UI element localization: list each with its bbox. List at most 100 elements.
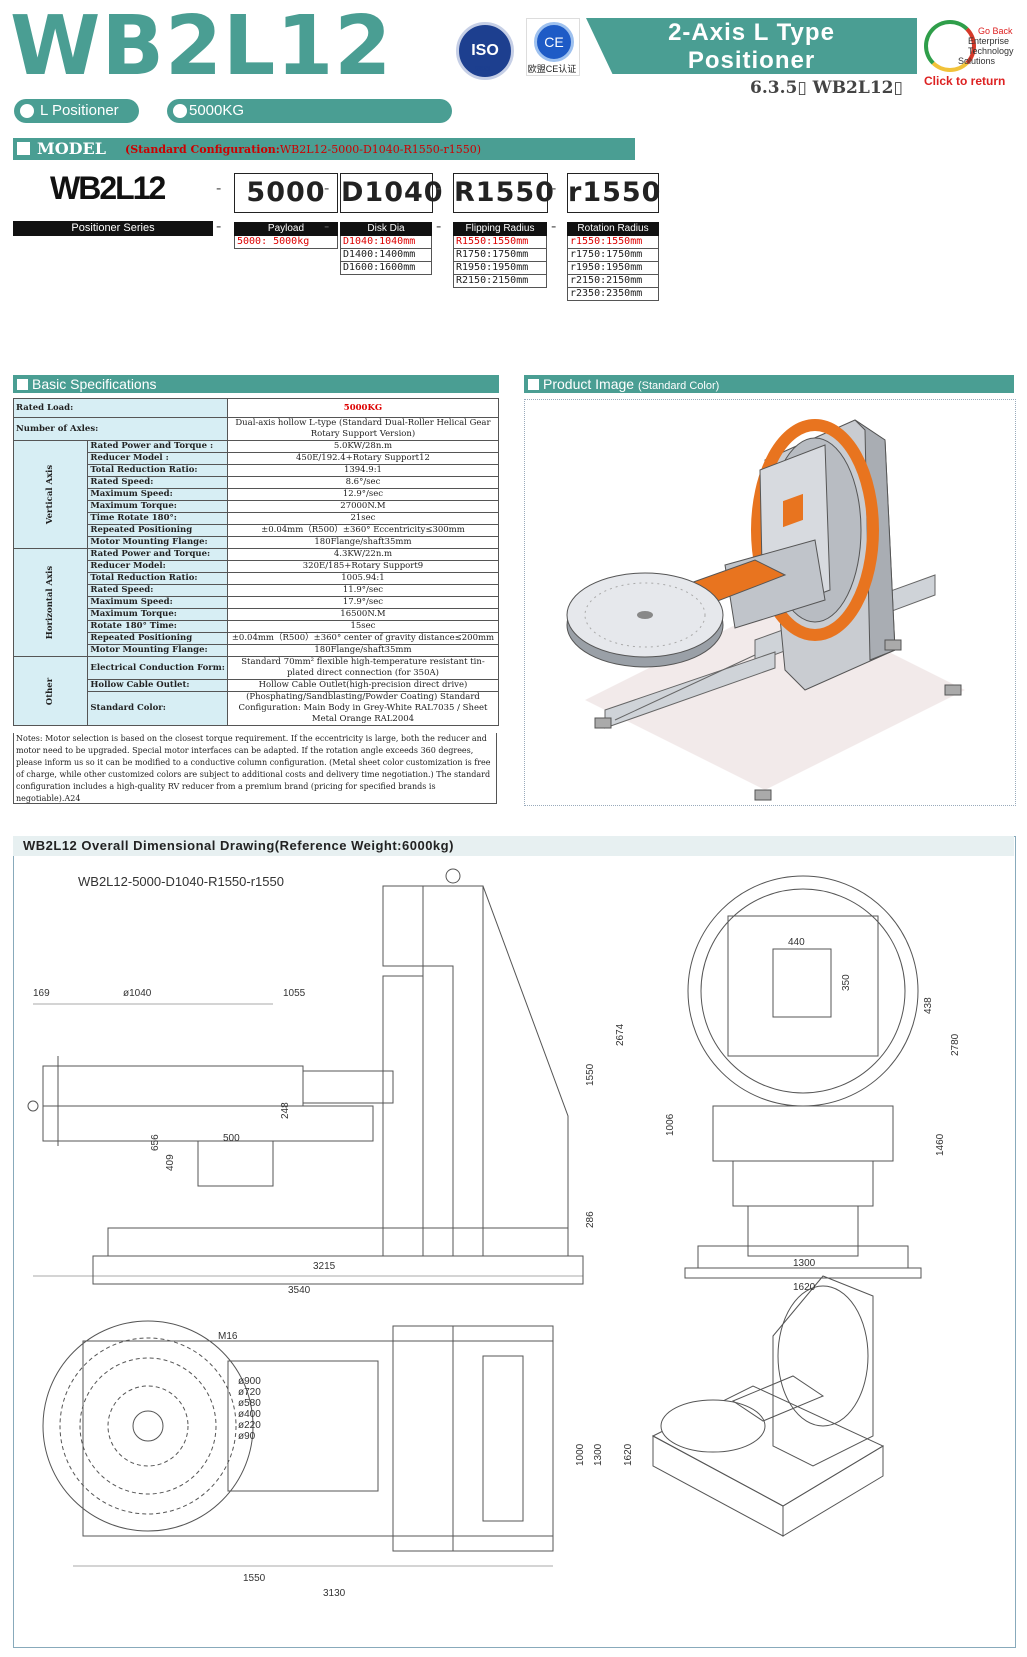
spec-value: 27000N.M [226,500,500,513]
dim-label: 1550 [585,1063,596,1086]
dim-label: 1460 [935,1133,946,1156]
dash: - [324,180,330,197]
dim-label: 656 [150,1134,161,1151]
model-config-prefix: (Standard Configuration: [125,143,280,156]
type-line-1: 2-Axis L Type [668,19,835,46]
spec-value: 15sec [226,620,500,633]
code-box-flipping-radius: R1550 [453,173,554,213]
dash: - [436,180,442,197]
spec-key: Reducer Model: [87,560,228,573]
spec-key: Rated Power and Torque : [87,440,228,453]
spec-value: (Phosphating/Sandblasting/Powder Coating… [226,691,500,726]
spec-value: 11.9°/sec [226,584,500,597]
dim-label: 350 [841,974,852,991]
spec-value: 16500N.M [226,608,500,621]
spec-value: ±0.04mm（R500）±360° Eccentricity≤300mm [226,524,500,537]
code-box-disk-dia: D1040 [340,173,443,213]
options-flipping-radius: R1550:1550mm R1750:1750mm R1950:1950mm R… [453,236,547,288]
spec-key: Maximum Speed: [87,488,228,501]
dash: - [551,180,557,197]
dim-label: M16 [218,1331,238,1342]
spec-key: Rated Speed: [87,584,228,597]
dim-label: 1000 [575,1443,586,1466]
spec-key: Standard Color: [87,691,228,726]
option-item: 5000: 5000kg [234,236,338,249]
dim-label: 1620 [793,1282,816,1293]
spec-value: 4.3KW/22n.m [226,548,500,561]
positioner-render [566,419,965,801]
spec-key: Hollow Cable Outlet: [87,679,228,692]
table-row: Repeated Positioning±0.04mm（R500）±360° E… [14,524,500,537]
table-row: Total Reduction Ratio:1394.9:1 [14,464,500,477]
basic-spec-bar: Basic Specifications [13,375,499,393]
table-row: Reducer Model:320E/185+Rotary Support9 [14,560,500,573]
spec-group-label: Horizontal Axis [12,548,89,657]
dim-label: 286 [585,1211,596,1228]
spec-key: Rated Load: [13,398,228,418]
spec-value: Dual-axis hollow L-type (Standard Dual-R… [226,417,500,441]
options-disk-dia: D1040:1040mm D1400:1400mm D1600:1600mm [340,236,432,275]
spec-group-text: Horizontal Axis [45,565,56,640]
square-icon [528,379,539,390]
spec-value: 450E/192.4+Rotary Support12 [226,452,500,465]
table-row: Other Electrical Conduction Form: Standard… [12,656,500,726]
spec-group-text: Other [45,677,56,705]
dim-label: 440 [788,937,805,948]
product-image-title: Product Image [543,376,635,392]
page-title: WB2L12 [10,0,393,94]
option-item: R1550:1550mm [453,236,547,249]
spec-key: Electrical Conduction Form: [87,656,228,680]
spec-value: 1005.94:1 [226,572,500,585]
option-item: r1950:1950mm [567,262,659,275]
table-row: Rotate 180° Time:15sec [14,620,500,633]
spec-key: Number of Axles: [13,417,228,441]
spec-group-text: Vertical Axis [45,464,56,525]
spec-key: Motor Mounting Flange: [87,536,228,549]
click-to-return-link[interactable]: Click to return [924,74,1006,88]
dim-label: ø580 [238,1398,261,1409]
product-code: 6.3.5▯ WB2L12▯ [750,78,903,98]
spec-value: 5000KG [226,398,500,418]
option-item: D1400:1400mm [340,249,432,262]
spec-key: Repeated Positioning [87,632,228,645]
table-row: Standard Color:(Phosphating/Sandblasting… [14,691,500,726]
spec-key: Maximum Speed: [87,596,228,609]
dash: - [216,180,222,197]
dim-label: 2674 [615,1023,626,1046]
dim-label: 1006 [665,1113,676,1136]
goback-line: Technology [968,46,1014,56]
table-row: Maximum Speed:17.9°/sec [14,596,500,609]
code-label-flipping-radius: Flipping Radius [453,222,547,236]
ce-logo-frame [526,18,580,76]
dim-label: ø900 [238,1376,261,1387]
code-label-rotation-radius: Rotation Radius [567,222,659,236]
code-box-payload: 5000 [234,173,338,213]
type-banner: 2-Axis L Type Positioner [586,18,917,74]
bullet-icon [20,104,34,118]
drawing-model-code: WB2L12-5000-D1040-R1550-r1550 [78,874,284,889]
spec-value: 8.6°/sec [226,476,500,489]
spec-value: ±0.04mm（R500）±360° center of gravity dis… [226,632,500,645]
spec-value: 180Flange/shaft35mm [226,536,500,549]
dash: - [551,218,557,235]
spec-value: 1394.9:1 [226,464,500,477]
type-line-2: Positioner [687,47,816,74]
spec-value: 180Flange/shaft35mm [226,644,500,657]
model-section-bar: MODEL (Standard Configuration:WB2L12-500… [13,138,635,160]
dim-label: 3130 [323,1588,346,1599]
option-item: D1600:1600mm [340,262,432,275]
dim-label: 1300 [793,1258,816,1269]
dim-label: 169 [33,988,50,999]
option-item: R1950:1950mm [453,262,547,275]
ce-label: 欧盟CE认证 [527,64,577,74]
dim-label: ø220 [238,1420,261,1431]
product-image-bar: Product Image (Standard Color) [524,375,1014,393]
goback-line: Go Back [978,26,1013,36]
option-item: R2150:2150mm [453,275,547,288]
series-label: Positioner Series [13,221,213,236]
spec-group-label: Vertical Axis [12,440,89,549]
go-back-link[interactable]: Go Back Enterprise Technology Solutions [924,14,1027,88]
spec-value: 12.9°/sec [226,488,500,501]
dim-label: 3540 [288,1285,311,1296]
